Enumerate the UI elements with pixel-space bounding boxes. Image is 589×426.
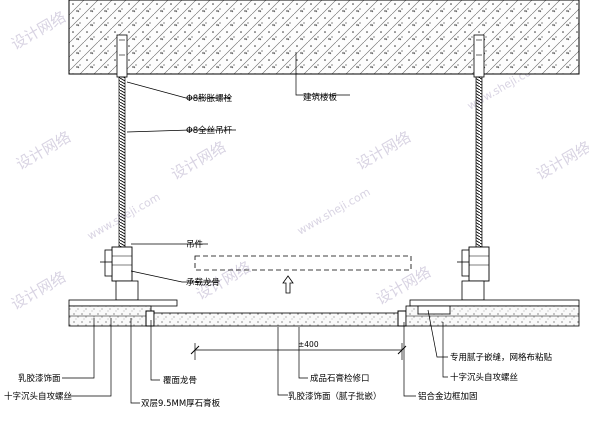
label-aluminum-frame: 铝合金边框加固: [418, 391, 478, 402]
label-threaded-rod: Φ8全丝吊杆: [186, 125, 233, 136]
cover-keel-right: [409, 299, 580, 307]
label-countersunk-screw-left: 十字沉头自攻螺丝: [4, 391, 73, 402]
reinforcement-block-right: [417, 305, 451, 315]
svg-text:www.sheji.com: www.sheji.com: [295, 185, 373, 237]
label-expansion-bolt: Φ8膨胀螺栓: [186, 93, 233, 104]
aluminum-frame-left: [145, 310, 155, 327]
label-hanger: 吊件: [186, 239, 204, 250]
left-hanger-clip: [111, 246, 133, 282]
building-slab: [68, 0, 580, 75]
svg-text:设计网络: 设计网络: [168, 138, 229, 184]
right-expansion-bolt-icon: [473, 34, 485, 78]
svg-text:设计网络: 设计网络: [8, 8, 69, 54]
dimension-label: ±400: [298, 340, 319, 349]
lift-arrow-icon: [282, 275, 294, 294]
left-hanger-assembly: [100, 34, 139, 301]
label-building-slab: 建筑楼板: [303, 92, 338, 103]
access-panel-lifted-outline: [194, 255, 412, 271]
label-countersunk-screw-right: 十字沉头自攻螺丝: [450, 372, 519, 383]
label-gypsum-access-panel: 成品石膏检修口: [310, 373, 370, 384]
right-threaded-rod: [475, 76, 483, 248]
right-hanger-clip: [468, 246, 490, 282]
svg-text:设计网络: 设计网络: [353, 128, 414, 174]
label-latex-paint: 乳胶漆饰面: [18, 373, 61, 384]
left-expansion-bolt-icon: [116, 34, 128, 78]
aluminum-frame-right: [397, 310, 407, 327]
right-hanger-assembly: [457, 34, 490, 301]
access-panel-board: [153, 312, 399, 327]
left-main-keel: [104, 249, 113, 277]
label-main-keel: 承载龙骨: [186, 277, 220, 288]
svg-text:设计网络: 设计网络: [8, 268, 69, 314]
label-tape-mesh: 专用腻子嵌缝，网格布粘贴: [450, 352, 553, 363]
label-latex-paint-putty: 乳胶漆饰面（腻子批嵌）: [288, 391, 382, 402]
dimension-line: ±400: [190, 340, 407, 360]
svg-text:设计网络: 设计网络: [533, 138, 589, 184]
label-cover-keel: 覆面龙骨: [163, 375, 197, 386]
cover-keel-left: [68, 299, 178, 307]
svg-text:设计网络: 设计网络: [13, 128, 74, 174]
label-double-gypsum: 双层9.5MM厚石膏板: [141, 398, 221, 409]
left-threaded-rod: [118, 76, 126, 248]
right-main-keel: [461, 249, 470, 277]
